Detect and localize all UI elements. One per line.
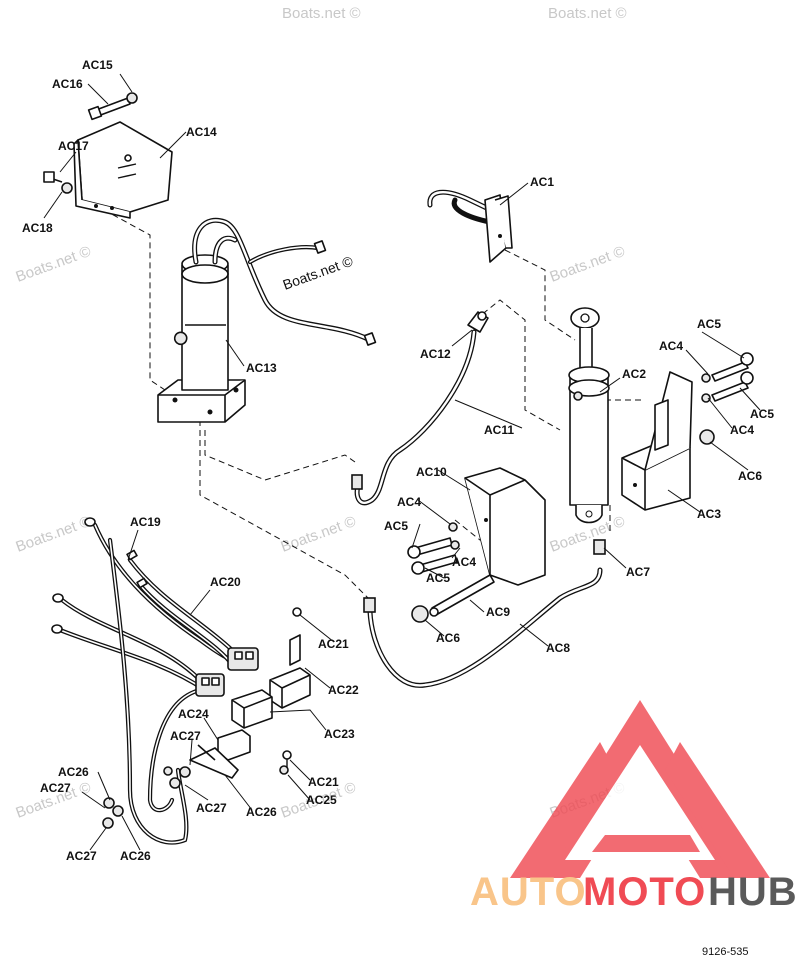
label-ac9: AC9: [486, 605, 510, 619]
automotohub-logo: AUTO MOTO HUB: [470, 700, 798, 914]
logo-text-moto: MOTO: [583, 870, 706, 914]
label-ac26-mid: AC26: [246, 805, 277, 819]
bolts-ac5-left: [407, 522, 460, 575]
label-ac4-top: AC4: [659, 339, 683, 353]
nuts-ac26-ac27: [102, 797, 124, 829]
label-ac16: AC16: [52, 77, 83, 91]
pump-motor-ac13: [157, 217, 377, 423]
label-ac22: AC22: [328, 683, 359, 697]
label-ac27-top: AC27: [170, 729, 201, 743]
label-ac1: AC1: [530, 175, 554, 189]
label-ac20: AC20: [210, 575, 241, 589]
label-ac17: AC17: [58, 139, 89, 153]
label-ac26-left: AC26: [58, 765, 89, 779]
label-ac10: AC10: [416, 465, 447, 479]
part-labels: AC15 AC16 AC14 AC17 AC18 AC1 AC13 AC12 A…: [22, 58, 774, 863]
logo-text-auto: AUTO: [470, 870, 587, 914]
watermark-dark: Boats.net ©: [281, 252, 356, 292]
label-ac19: AC19: [130, 515, 161, 529]
label-ac25: AC25: [306, 793, 337, 807]
solenoid-ac22: [269, 607, 311, 709]
label-ac26-bottom: AC26: [120, 849, 151, 863]
label-ac5-top: AC5: [697, 317, 721, 331]
bracket-ac24: [163, 729, 251, 789]
label-ac6-right: AC6: [738, 469, 762, 483]
bolt-ac16: [87, 92, 138, 121]
screw-ac21: [279, 750, 292, 775]
bracket-ac3: [621, 371, 693, 511]
solenoid-ac23: [231, 689, 273, 729]
label-ac27-mid: AC27: [196, 801, 227, 815]
watermark: Boats.net ©: [548, 243, 628, 286]
label-ac27-bottom: AC27: [66, 849, 97, 863]
label-ac23: AC23: [324, 727, 355, 741]
label-ac7: AC7: [626, 565, 650, 579]
leader-lines: [43, 73, 761, 851]
label-ac15: AC15: [82, 58, 113, 72]
hose-ac8: [363, 539, 606, 688]
fitting-ac12: [351, 311, 489, 506]
label-ac27-left: AC27: [40, 781, 71, 795]
label-ac13: AC13: [246, 361, 277, 375]
label-ac2: AC2: [622, 367, 646, 381]
label-ac12: AC12: [420, 347, 451, 361]
watermark: Boats.net ©: [14, 513, 94, 556]
cylinder-ac2: [568, 307, 610, 524]
label-ac24: AC24: [178, 707, 209, 721]
bracket-ac14: [73, 121, 173, 219]
label-ac4-left: AC4: [397, 495, 421, 509]
bolt-ac18: [43, 171, 73, 194]
label-ac4-lower: AC4: [452, 555, 476, 569]
label-ac5-right: AC5: [750, 407, 774, 421]
label-ac14: AC14: [186, 125, 217, 139]
wire-harness: [51, 517, 259, 845]
assembly-dashed-lines: [94, 204, 645, 601]
label-ac18: AC18: [22, 221, 53, 235]
watermark: Boats.net ©: [279, 513, 359, 556]
label-ac11: AC11: [484, 423, 514, 437]
drawing-code: 9126-535: [702, 946, 749, 958]
bracket-ac10: [464, 467, 546, 586]
watermark: Boats.net ©: [548, 5, 627, 22]
bolts-ac5-right: [699, 352, 754, 445]
label-ac5-lower: AC5: [426, 571, 450, 585]
label-ac5-left: AC5: [384, 519, 408, 533]
label-ac3: AC3: [697, 507, 721, 521]
label-ac21-bottom: AC21: [308, 775, 339, 789]
pin-ac9: [411, 574, 495, 623]
watermark: Boats.net ©: [282, 5, 361, 22]
label-ac8: AC8: [546, 641, 570, 655]
handle-ac1: [427, 189, 513, 263]
label-ac6-lower: AC6: [436, 631, 460, 645]
label-ac21-top: AC21: [318, 637, 349, 651]
watermark: Boats.net ©: [14, 243, 94, 286]
label-ac4-right: AC4: [730, 423, 754, 437]
logo-text-hub: HUB: [708, 870, 798, 914]
